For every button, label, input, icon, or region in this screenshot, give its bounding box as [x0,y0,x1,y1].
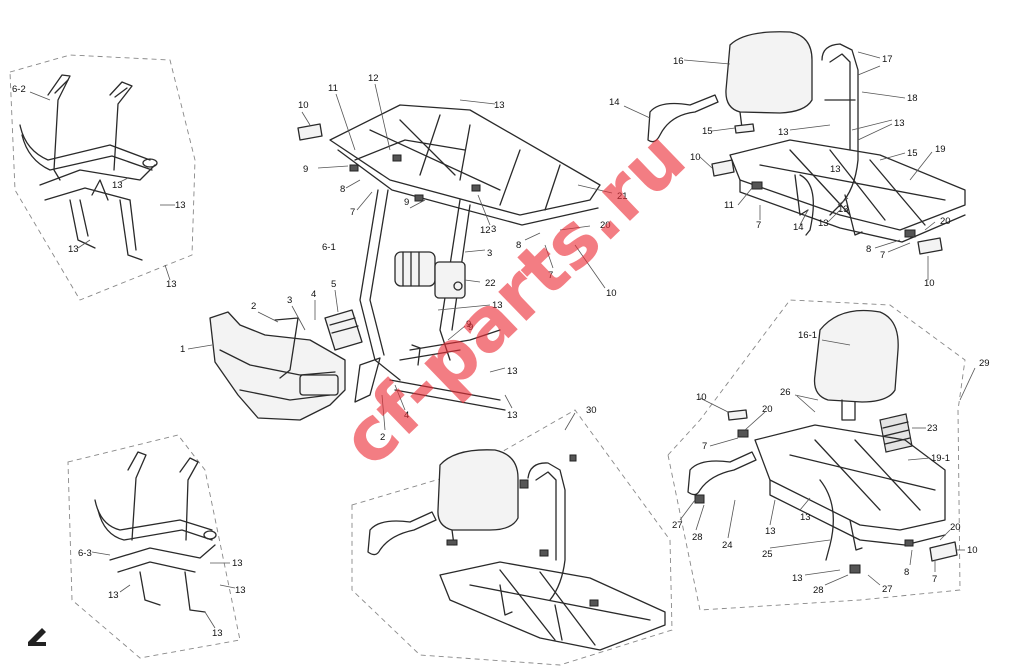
callout: 27 [882,584,893,595]
callout: 22 [485,278,496,289]
callout: 15 [907,148,918,159]
callout: 10 [924,278,935,289]
callout: 9 [468,322,473,333]
callout: 13 [492,300,503,311]
callout: 15 [702,126,713,137]
callout: 13 [175,200,186,211]
callout: 9 [303,164,308,175]
rear-rack-kit-29 [687,309,958,574]
callout: 10 [967,545,978,556]
callout: 30 [586,405,597,416]
callout: 16 [673,56,684,67]
callout: 2 [380,432,385,443]
callout: 13 [830,164,841,175]
front-guard-6-2 [19,74,158,261]
callout: 28 [813,585,824,596]
callout: 18 [907,93,918,104]
callout: 20 [950,522,961,533]
callout: 12 [368,73,379,84]
rear-rack-kit-19 [647,31,966,255]
callout: 7 [350,207,355,218]
callout: 13 [778,127,789,138]
callout: 8 [340,184,345,195]
callout: 11 [724,200,734,211]
callout: 19 [935,144,946,155]
callout: 7 [932,574,937,585]
callout: 17 [882,54,893,65]
kit-29-outline [667,299,966,611]
callout: 7 [880,250,885,261]
callout: 28 [692,532,703,543]
callout: 13 [507,366,518,377]
callout: 16-1 [798,330,817,341]
callout: 19-1 [931,453,950,464]
callout: 1 [180,344,185,355]
callout: 13 [838,204,849,215]
callout: 12 [480,225,491,236]
callout: 14 [793,222,804,233]
callout: 3 [491,224,496,235]
callout: 10 [298,100,309,111]
callout: 9 [404,197,409,208]
callout: 2 [251,301,256,312]
kit-6-3-outline [67,434,241,659]
callout: 13 [818,218,829,229]
callout: 24 [722,540,733,551]
callout: 8 [866,244,871,255]
callout: 27 [672,520,683,531]
callout: 4 [311,289,316,300]
callout: 4 [404,410,409,421]
callout: 6-3 [78,548,92,559]
callout: 10 [696,392,707,403]
callout: 6-1 [322,242,336,253]
callout: 20 [940,216,951,227]
kit-30-outline [351,409,673,666]
callout: 26 [780,387,791,398]
callout: 25 [762,549,773,560]
callout: 13 [507,410,518,421]
kit-6-2-outline [9,54,196,301]
callout: 13 [894,118,905,129]
callout: 13 [108,590,119,601]
callout: 7 [756,220,761,231]
callout: 13 [112,180,123,191]
north-arrow-icon [28,628,46,646]
callout: 7 [548,270,553,281]
callout: 8 [516,240,521,251]
callout: 11 [328,83,338,94]
rear-rack-frame [297,104,601,411]
callout: 3 [487,248,492,259]
skid-plate [209,311,421,421]
callout: 20 [762,404,773,415]
callout: 8 [904,567,909,578]
callout: 7 [702,441,707,452]
callout: 13 [494,100,505,111]
callout: 6-2 [12,84,26,95]
callout: 13 [765,526,776,537]
callout: 5 [331,279,336,290]
callout: 23 [927,423,938,434]
callout: 13 [232,558,243,569]
callout: 20 [600,220,611,231]
callout: 13 [235,585,246,596]
callout: 13 [792,573,803,584]
callout: 21 [617,191,628,202]
callout: 13 [212,628,223,639]
callout: 13 [68,244,79,255]
callout: 3 [287,295,292,306]
callout: 10 [690,152,701,163]
backrest-kit-30 [367,449,666,651]
callout: 13 [800,512,811,523]
callout: 13 [166,279,177,290]
callout: 14 [609,97,620,108]
callout: 29 [979,358,990,369]
front-guard-6-3 [94,451,217,613]
callout: 10 [606,288,617,299]
callout: 9 [466,319,471,330]
